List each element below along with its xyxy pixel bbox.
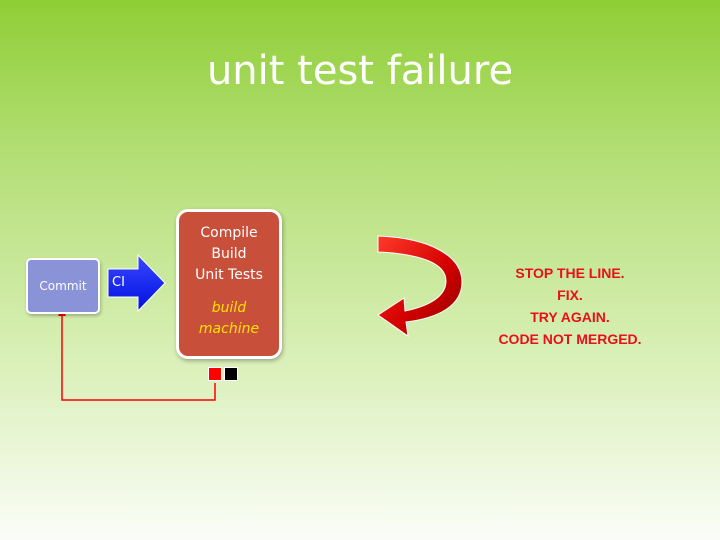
curved-return-arrow-icon: [377, 235, 463, 338]
failure-message: STOP THE LINE. FIX. TRY AGAIN. CODE NOT …: [470, 262, 670, 350]
build-step-unit-tests: Unit Tests: [195, 267, 263, 283]
message-line-fix: FIX.: [557, 287, 583, 303]
message-line-try-again: TRY AGAIN.: [530, 309, 610, 325]
message-line-not-merged: CODE NOT MERGED.: [498, 331, 642, 347]
status-light-red: [208, 367, 222, 381]
commit-box: Commit: [26, 258, 100, 314]
failure-return-line: [61, 314, 216, 401]
ci-arrow-icon: [107, 253, 166, 313]
ci-label: CI: [112, 275, 125, 290]
build-machine-box: Compile Build Unit Tests build machine: [176, 209, 282, 359]
build-step-build: Build: [211, 246, 247, 262]
status-light-black: [224, 367, 238, 381]
build-machine-label: build machine: [198, 300, 260, 337]
build-step-compile: Compile: [200, 225, 258, 241]
commit-label: Commit: [39, 279, 87, 293]
build-steps: Compile Build Unit Tests: [179, 223, 279, 286]
message-line-stop: STOP THE LINE.: [515, 265, 625, 281]
slide-title: unit test failure: [206, 48, 514, 94]
